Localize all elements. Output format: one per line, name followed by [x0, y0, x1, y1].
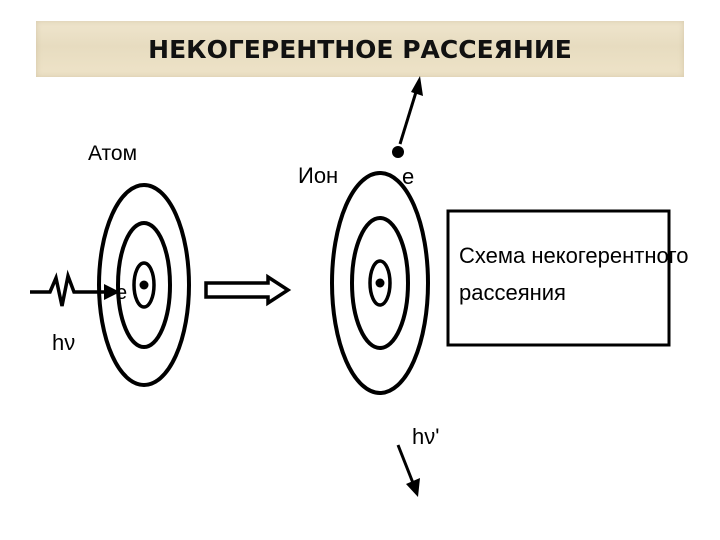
caption-line-1: Схема некогерентного — [459, 243, 688, 268]
ion — [332, 173, 428, 393]
electron-label-atom: e — [116, 282, 127, 304]
outgoing-photon-line — [398, 445, 413, 483]
outgoing-photon — [398, 445, 420, 497]
transition-arrow — [206, 277, 288, 303]
electron-label-ion: e — [402, 164, 414, 189]
electron-track — [400, 92, 416, 144]
electron-arrowhead — [411, 76, 423, 96]
transition-arrow-outline — [206, 277, 288, 303]
photon-out-label: hν' — [412, 424, 439, 449]
photon-in-label: hν — [52, 330, 75, 355]
electron-dot — [392, 146, 404, 158]
ion-nucleus — [376, 279, 385, 288]
ejected-electron — [392, 76, 423, 158]
caption-line-2: рассеяния — [459, 280, 566, 305]
atom-nucleus — [140, 281, 149, 290]
atom — [99, 185, 189, 385]
caption-border — [448, 211, 669, 345]
caption-box: Схема некогерентного рассеяния — [448, 211, 688, 345]
atom-label: Атом — [88, 142, 137, 165]
incoming-photon — [30, 276, 120, 306]
ion-label: Ион — [298, 163, 338, 188]
